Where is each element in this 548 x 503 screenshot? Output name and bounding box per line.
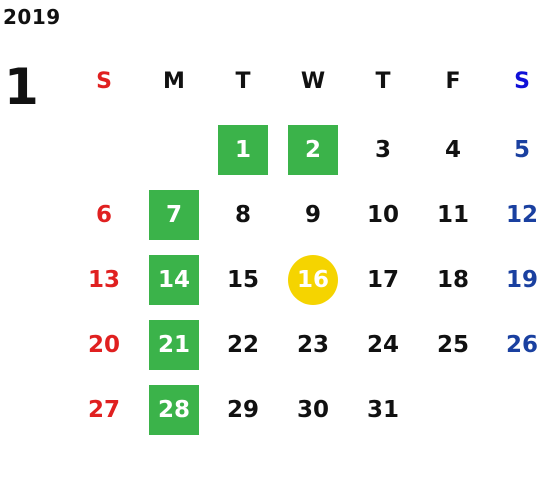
year-label: 2019 (3, 5, 61, 29)
day-cell[interactable]: 29 (226, 397, 259, 423)
weekday-header: S (96, 68, 112, 94)
month-number: 1 (4, 58, 39, 116)
day-cell[interactable]: 24 (366, 332, 399, 358)
day-cell[interactable]: 9 (304, 202, 321, 228)
day-cell[interactable]: 6 (95, 202, 112, 228)
day-cell[interactable]: 21 (149, 320, 199, 370)
day-cell[interactable]: 5 (513, 137, 530, 163)
day-cell[interactable]: 11 (436, 202, 469, 228)
weekday-header: T (235, 68, 251, 94)
weekday-header: M (163, 68, 185, 94)
day-cell[interactable]: 30 (296, 397, 329, 423)
day-cell[interactable]: 10 (366, 202, 399, 228)
day-cell[interactable]: 28 (149, 385, 199, 435)
day-cell[interactable]: 27 (87, 397, 120, 423)
day-cell[interactable]: 3 (374, 137, 391, 163)
day-cell-today[interactable]: 16 (288, 255, 338, 305)
weekday-header: T (375, 68, 391, 94)
day-cell[interactable]: 22 (226, 332, 259, 358)
day-cell[interactable]: 25 (436, 332, 469, 358)
weekday-header: F (445, 68, 461, 94)
day-cell[interactable]: 20 (87, 332, 120, 358)
day-cell[interactable]: 4 (444, 137, 461, 163)
day-cell[interactable]: 1 (218, 125, 268, 175)
day-cell[interactable]: 7 (149, 190, 199, 240)
day-cell[interactable]: 23 (296, 332, 329, 358)
day-cell[interactable]: 8 (234, 202, 251, 228)
day-cell[interactable]: 31 (366, 397, 399, 423)
day-cell[interactable]: 13 (87, 267, 120, 293)
day-cell[interactable]: 12 (505, 202, 538, 228)
weekday-header: W (300, 68, 326, 94)
day-cell[interactable]: 2 (288, 125, 338, 175)
weekday-header: S (514, 68, 530, 94)
day-cell[interactable]: 15 (226, 267, 259, 293)
day-cell[interactable]: 19 (505, 267, 538, 293)
day-cell[interactable]: 17 (366, 267, 399, 293)
day-cell[interactable]: 18 (436, 267, 469, 293)
day-cell[interactable]: 14 (149, 255, 199, 305)
day-cell[interactable]: 26 (505, 332, 538, 358)
